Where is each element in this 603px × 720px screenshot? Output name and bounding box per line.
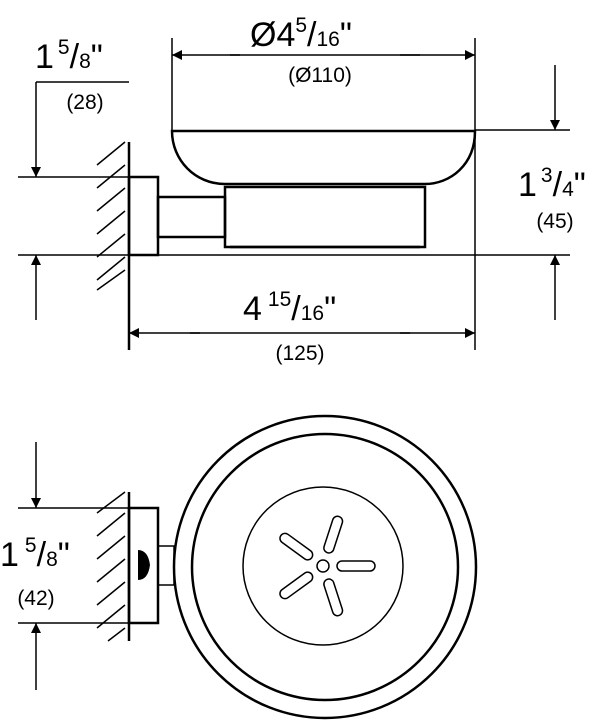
depth-mm-label: (125) [275,342,324,365]
drain-center [316,559,330,573]
drain-plate [242,486,404,646]
projection-mm-label: (28) [66,91,103,114]
diameter-label: Ø45/16" [250,14,352,54]
dish-outer-rim [172,414,478,720]
drain-slot [323,515,344,554]
wall-hatching [96,491,126,642]
diameter-mm-label: (Ø110) [288,64,352,87]
drain-slot [279,571,314,600]
drain-slot [323,578,344,617]
dish-inner-rim [190,432,460,702]
flange-mm-label: (42) [17,587,54,610]
drain-slots [279,515,376,617]
soap-dish [170,129,477,186]
dish-holder [223,185,427,249]
support-rod [157,545,175,586]
drain-slot [279,532,314,561]
height-mm-label: (45) [536,210,573,233]
set-screw [138,550,150,580]
wall-hatching [96,141,126,291]
drain-slot [336,560,376,572]
support-rod [156,195,227,239]
wall-flange [127,175,160,257]
